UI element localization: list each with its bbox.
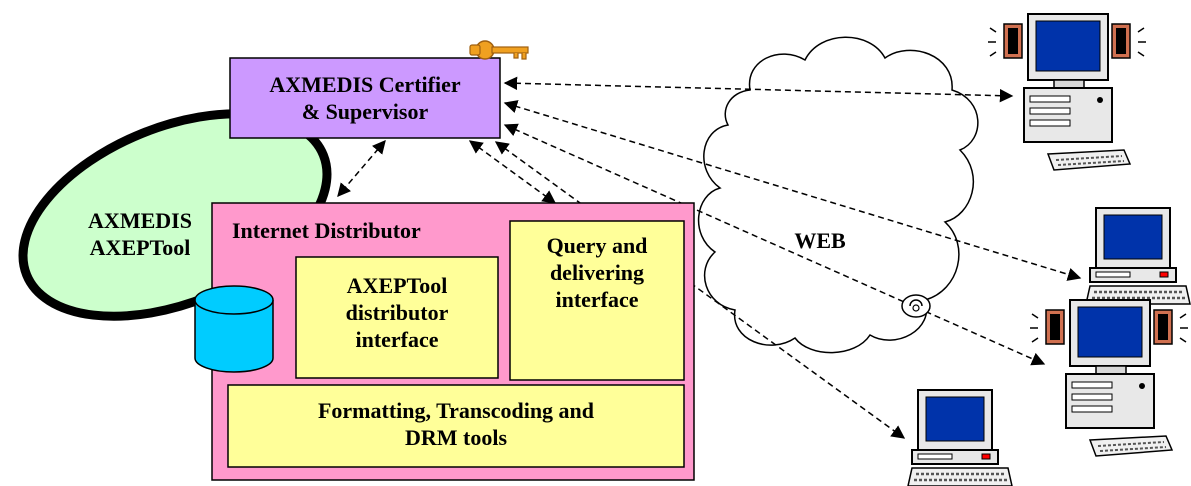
desktop-pc-icon <box>906 388 1014 486</box>
distributor-label: Internet Distributor <box>232 218 421 243</box>
formatting-box <box>227 384 685 468</box>
arrow-certifier-distributor <box>468 140 557 204</box>
arrow-certifier-axeptool <box>337 139 386 198</box>
certifier-label: AXMEDIS Certifier & Supervisor <box>269 72 461 124</box>
cloud-icon <box>698 36 979 354</box>
axeptool-interface-label: AXEPTool distributor interface <box>345 273 449 352</box>
database-icon <box>194 285 274 373</box>
desktop-pc-icon <box>1084 206 1191 306</box>
axeptool-interface-box <box>295 256 499 379</box>
arrow-certifier-pc4 <box>494 141 906 439</box>
query-interface-label: Query and delivering interface <box>546 233 648 312</box>
certifier-box <box>229 57 501 139</box>
connection-arrows <box>337 76 1082 439</box>
multimedia-pc-icon <box>1029 299 1189 457</box>
arrow-certifier-pc1 <box>503 76 1014 103</box>
formatting-label: Formatting, Transcoding and DRM tools <box>317 398 595 450</box>
query-interface-box <box>509 220 685 381</box>
key-icon <box>469 40 529 60</box>
multimedia-pc-icon <box>987 13 1147 171</box>
web-label: WEB <box>794 228 846 253</box>
axeptool-label: AXMEDIS AXEPTool <box>88 208 192 260</box>
padlock-icon <box>901 294 931 318</box>
